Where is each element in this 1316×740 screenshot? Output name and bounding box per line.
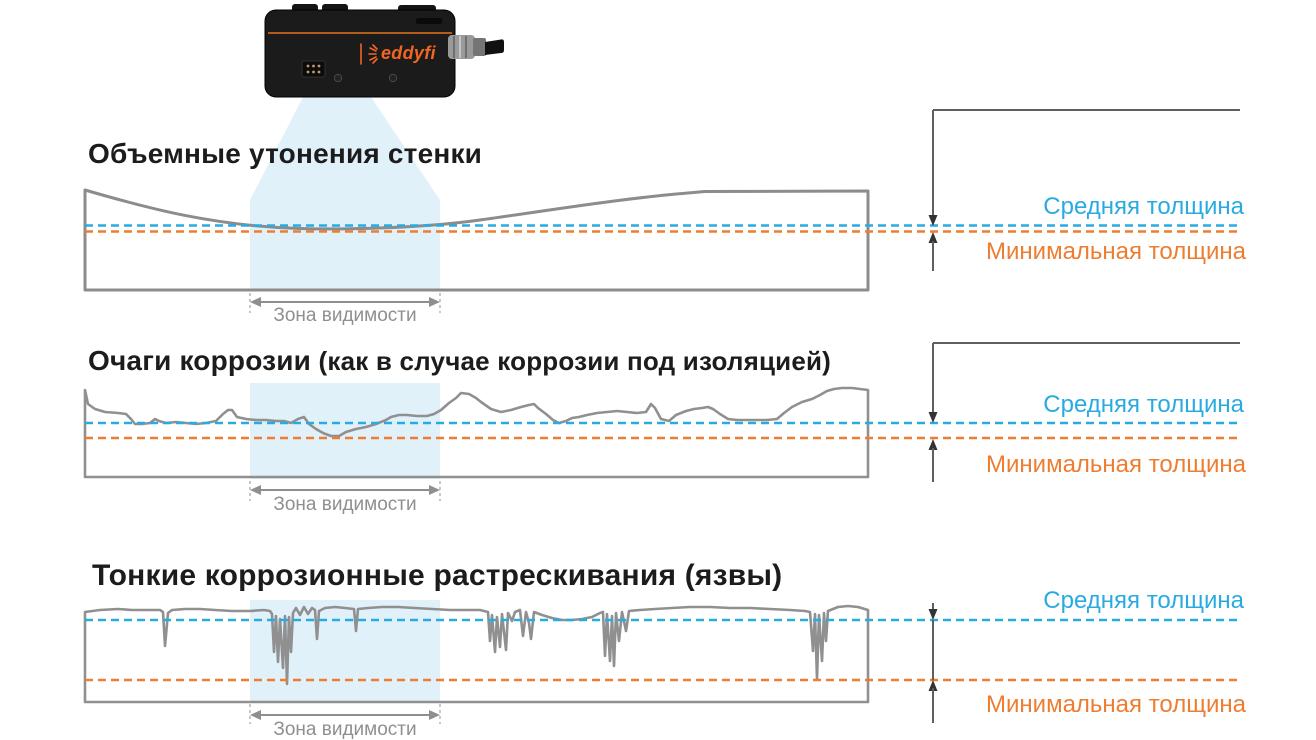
avg-thickness-label-3: Средняя толщина <box>1043 587 1244 614</box>
panel-2-title-main: Очаги коррозии <box>88 345 312 376</box>
wall-outline-pitting <box>83 604 870 704</box>
panel-1-title: Объемные утонения стенки <box>88 138 482 170</box>
wall-outline-corrosion-pockets <box>83 386 870 479</box>
panel-1-wall-section <box>83 188 870 292</box>
min-thickness-label-2: Минимальная толщина <box>986 451 1246 478</box>
avg-thickness-label-2: Средняя толщина <box>1043 391 1244 418</box>
visibility-zone-panel-3 <box>249 704 441 724</box>
average-thickness-lines <box>85 224 1240 622</box>
minimum-thickness-lines <box>85 230 1240 682</box>
device-connector-pins <box>301 60 326 78</box>
panel-3-title-main: Тонкие коррозионные растрескивания (язвы… <box>92 559 783 592</box>
visibility-zone-panel-1 <box>249 293 441 313</box>
visibility-zone-label-1: Зона видимости <box>273 305 417 326</box>
sensor-beam <box>250 97 440 702</box>
eddyfi-logo-text: eddyfi <box>381 43 436 63</box>
min-thickness-label-1: Минимальная толщина <box>986 238 1246 265</box>
visibility-zone-label-3: Зона видимости <box>273 719 417 740</box>
panel-3-wall-section <box>83 604 870 704</box>
avg-thickness-label-1: Средняя толщина <box>1043 193 1244 220</box>
device-cable <box>448 35 504 59</box>
dimension-panel-1 <box>928 109 1240 271</box>
panel-2-title: Очаги коррозии (как в случае коррозии по… <box>88 345 831 377</box>
dimension-panel-2 <box>928 342 1240 482</box>
eddyfi-starburst-icon <box>360 43 378 65</box>
panel-1-title-main: Объемные утонения стенки <box>88 138 483 169</box>
beam-band-panel-2 <box>250 383 440 479</box>
panel-2-wall-section <box>83 386 870 479</box>
wall-outline-smooth-thinning <box>83 188 870 292</box>
visibility-zone-panel-2 <box>249 481 441 501</box>
dimension-panel-3 <box>928 603 938 723</box>
min-thickness-label-3: Минимальная толщина <box>986 691 1246 718</box>
panel-2-title-suffix: (как в случае коррозии под изоляцией) <box>311 346 832 376</box>
panel-3-title: Тонкие коррозионные растрескивания (язвы… <box>92 559 782 593</box>
sensor-device-image <box>264 4 504 98</box>
visibility-zone-label-2: Зона видимости <box>273 494 417 515</box>
beam-cone-panel-1 <box>250 97 440 290</box>
